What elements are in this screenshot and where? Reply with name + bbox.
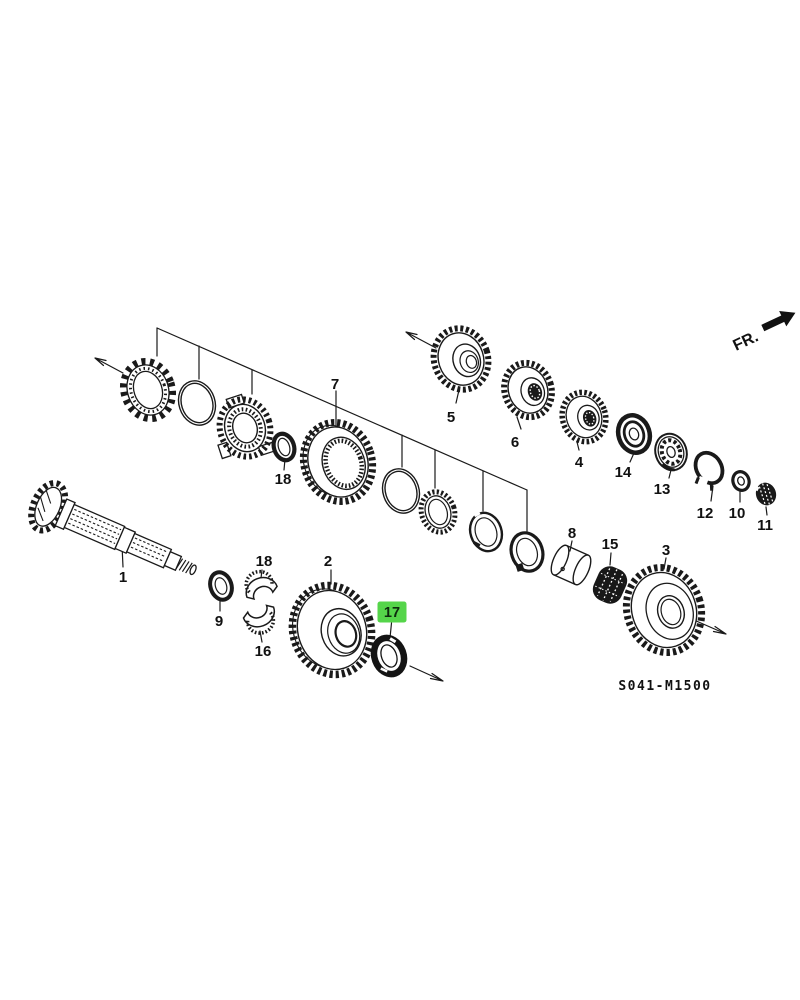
part-9-thrust-washer	[208, 570, 234, 602]
callout-11: 11	[757, 517, 773, 534]
part-1-countershaft	[28, 480, 197, 576]
callout-2: 2	[324, 553, 332, 570]
callout-7: 7	[331, 376, 339, 393]
part-2-second-gear	[288, 581, 376, 679]
part-unnumbered-snap-ring-left	[177, 380, 217, 426]
callout-18-bearing-half: 18	[256, 553, 273, 570]
part-3-third-gear	[622, 564, 706, 656]
axis-arrow-gear5-icon	[405, 331, 437, 349]
callout-5: 5	[447, 409, 455, 426]
callout-labels: 1 9 18 16 2 7 18 5 6 4 14 13 12 10 11 8 …	[119, 376, 773, 660]
callout-1: 1	[119, 569, 127, 586]
leader-lines	[121, 327, 768, 643]
part-unnumbered-spline-collar	[119, 357, 177, 423]
callout-15: 15	[602, 536, 619, 553]
fr-direction-marker: FR.	[731, 311, 796, 355]
callout-17: 17	[384, 605, 400, 621]
callout-10: 10	[729, 505, 746, 522]
part-12-snap-ring	[693, 450, 725, 491]
callout-13: 13	[654, 481, 671, 498]
callout-14: 14	[615, 464, 632, 481]
diagram-code: S041-M1500	[618, 679, 711, 694]
part-unnumbered-synchro-hub	[216, 393, 276, 460]
part-4-gear	[559, 389, 609, 445]
part-10-washer	[731, 470, 751, 492]
callout-lines	[121, 389, 768, 643]
callout-18-synchro-ring: 18	[275, 471, 292, 488]
callout-17-highlight-box	[377, 601, 407, 623]
part-7-synchro-sleeve-gear	[299, 419, 377, 505]
part-6-fourth-gear	[501, 359, 555, 421]
callout-4: 4	[575, 454, 584, 471]
part-14-ball-bearing	[615, 413, 653, 455]
part-18-bearing-half-upper	[244, 569, 278, 601]
part-unnumbered-blocker-ring	[418, 489, 458, 535]
part-unnumbered-friction-damper-ring	[468, 511, 504, 553]
part-17-set-ring	[370, 634, 408, 678]
part-15-needle-bearing	[592, 566, 628, 604]
callout-8: 8	[568, 525, 576, 542]
callout-17-highlighted: 17	[377, 601, 407, 623]
part-5-fifth-gear	[430, 325, 492, 393]
callout-6: 6	[511, 434, 519, 451]
callout-3: 3	[662, 542, 670, 559]
part-11-locknut	[755, 482, 777, 506]
part-unnumbered-spring-ring-end	[509, 531, 545, 573]
callout-16: 16	[255, 643, 272, 660]
part-8-distance-collar	[550, 544, 592, 586]
callout-9: 9	[215, 613, 223, 630]
leader-line-main	[156, 327, 528, 532]
part-16-bearing-half-lower	[242, 604, 276, 635]
axis-arrow-lower-right-icon	[409, 665, 444, 682]
part-13-ball-bearing	[654, 432, 688, 472]
fr-label: FR.	[731, 328, 762, 354]
fr-arrow-icon	[761, 311, 796, 332]
part-18-synchro-spring-ring	[271, 431, 297, 463]
callout-12: 12	[697, 505, 714, 522]
part-unnumbered-snap-ring-mid	[381, 468, 421, 514]
axis-arrow-upper-left-icon	[94, 357, 124, 374]
